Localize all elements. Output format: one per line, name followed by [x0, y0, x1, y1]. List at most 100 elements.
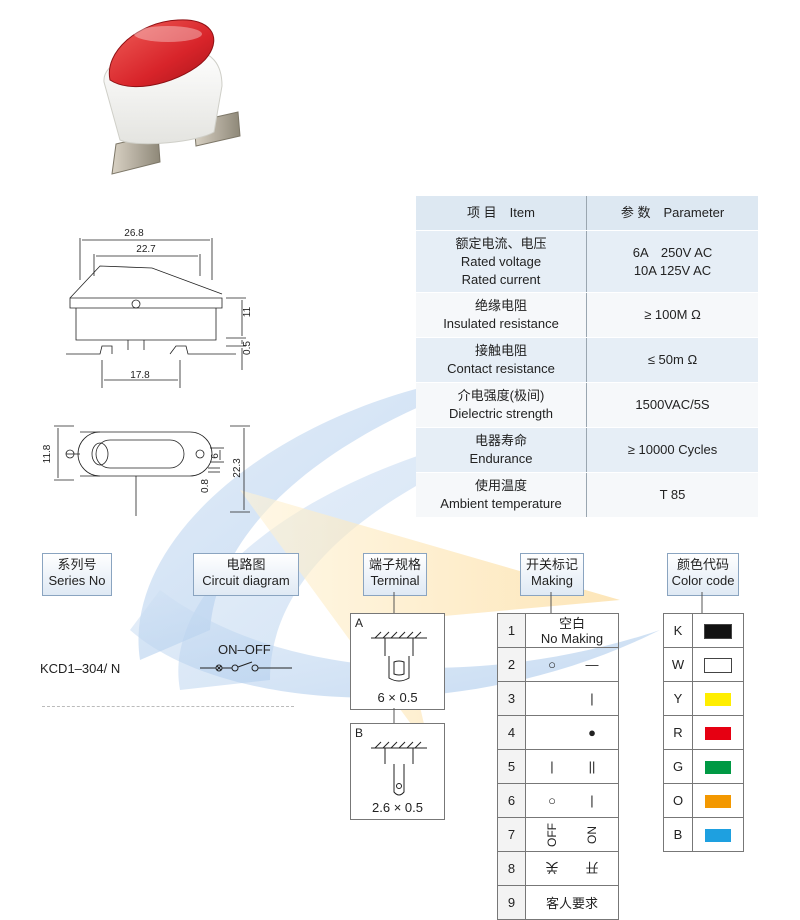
watermark-swoosh-inner: [178, 420, 560, 690]
item-en: Contact resistance: [447, 361, 555, 376]
circuit-diagram-header: 电路图 Circuit diagram: [193, 553, 299, 596]
terminal-header-cn: 端子规格: [368, 557, 421, 572]
series-divider: [42, 706, 294, 707]
making-mark-left: ○: [548, 657, 556, 672]
item-cn: 电器寿命: [474, 433, 527, 448]
making-row-number: 3: [497, 681, 526, 716]
terminal-header-en: Terminal: [370, 573, 420, 588]
color-swatch-orange: [705, 795, 731, 809]
making-row-number: 6: [497, 783, 526, 818]
making-row-number: 4: [497, 715, 526, 750]
table-row: 介电强度(极间)Dielectric strength 1500VAC/5S: [416, 382, 758, 428]
color-letter: R: [663, 715, 693, 750]
param-value: T 85: [586, 472, 758, 518]
item-cn: 使用温度: [474, 478, 527, 493]
header-connectors: [393, 592, 703, 613]
dim-22-3: 22.3: [232, 458, 243, 478]
rocker-highlight: [134, 26, 202, 42]
parameter-table-header: 项 目 Item 参 数 Parameter: [416, 196, 758, 231]
dim-0-5: 0.5: [242, 341, 253, 355]
making-row-number: 5: [497, 749, 526, 784]
series-no-header-cn: 系列号: [57, 557, 97, 572]
terminal-a-letter: A: [355, 616, 364, 630]
param-value: ≥ 10000 Cycles: [586, 427, 758, 473]
dim-26-8: 26.8: [124, 228, 144, 239]
top-view-drawing: 11.8 6 22.3 0.8: [42, 425, 250, 516]
making-mark-right: |: [590, 691, 594, 706]
dim-6: 6: [210, 453, 221, 459]
color-swatch-green: [705, 761, 731, 775]
dim-0-8: 0.8: [200, 479, 211, 493]
dim-11: 11: [242, 306, 253, 317]
color-letter: O: [663, 783, 693, 818]
making-row: 6 ○|: [497, 783, 619, 818]
item-en: Rated current: [461, 271, 541, 287]
color-swatch-red: [705, 727, 731, 741]
circuit-label: ON–OFF: [218, 642, 271, 657]
color-swatch-white: [704, 657, 732, 673]
color-code-header-en: Color code: [671, 573, 735, 588]
product-photo: [103, 19, 241, 175]
color-letter: W: [663, 647, 693, 682]
terminal-b-box: B 2.6 × 0.5: [350, 723, 445, 820]
color-swatch-yellow: [705, 693, 731, 707]
dim-22-7: 22.7: [136, 244, 156, 255]
terminal-a-drawing: [371, 631, 427, 682]
color-row: Y: [663, 681, 744, 716]
making-row: 2 ○—: [497, 647, 619, 682]
making-header-en: Making: [531, 573, 573, 588]
making-row: 5 |||: [497, 749, 619, 784]
making-row: 8 关开: [497, 851, 619, 886]
item-en: Insulated resistance: [443, 316, 559, 331]
switch-rocker: [108, 19, 215, 88]
param-value: ≥ 100M Ω: [586, 292, 758, 338]
circuit-diagram-header-en: Circuit diagram: [202, 573, 290, 588]
making-row-number: 8: [497, 851, 526, 886]
making-row: 9 客人要求: [497, 885, 619, 920]
item-en: Ambient temperature: [440, 496, 562, 511]
watermark-arrow: [240, 490, 620, 750]
making-mark-en: No Making: [540, 630, 604, 646]
param-value: 6A 250V AC: [632, 244, 713, 260]
color-letter: K: [663, 613, 693, 648]
param-value: 10A 125V AC: [633, 262, 712, 278]
table-row: 绝缘电阻 Insulated resistance ≥ 100M Ω: [416, 292, 758, 338]
item-cn: 接触电阻: [474, 343, 527, 358]
color-swatch-blue: [705, 829, 731, 843]
item-cn: 绝缘电阻: [474, 298, 527, 313]
series-number: KCD1–304/ N: [40, 661, 121, 676]
terminal-a-size: 6 × 0.5: [377, 690, 418, 705]
item-cn: 介电强度(极间): [457, 388, 545, 403]
terminal-b-size: 2.6 × 0.5: [372, 800, 423, 815]
making-mark-right: ||: [588, 759, 596, 774]
item-en: Dielectric strength: [448, 406, 554, 421]
parameter-table: 项 目 Item 参 数 Parameter 额定电流、电压 Rated volt…: [416, 196, 758, 518]
item-en: Endurance: [469, 451, 533, 466]
making-row-number: 7: [497, 817, 526, 852]
header-parameter: 参 数 Parameter: [586, 196, 758, 231]
item-en: Rated voltage: [460, 253, 542, 269]
item-cn: 额定电流、电压: [455, 235, 547, 251]
series-no-header-en: Series No: [48, 573, 106, 588]
making-row: 4 ●: [497, 715, 619, 750]
series-no-header: 系列号 Series No: [42, 553, 112, 596]
making-row-number: 2: [497, 647, 526, 682]
color-row: G: [663, 749, 744, 784]
color-code-header: 颜色代码 Color code: [667, 553, 739, 596]
color-swatch-black: [704, 623, 732, 639]
making-mark-left: ○: [548, 793, 556, 808]
color-letter: Y: [663, 681, 693, 716]
terminal-b-letter: B: [355, 726, 364, 740]
color-row: K: [663, 613, 744, 648]
making-mark-right: ●: [588, 725, 596, 740]
making-mark-custom: 客人要求: [525, 885, 619, 920]
dim-17-8: 17.8: [130, 370, 150, 381]
making-mark-right: ON: [585, 826, 599, 844]
color-row: R: [663, 715, 744, 750]
terminal-connector: [393, 708, 395, 724]
color-row: B: [663, 817, 744, 852]
terminal-a-box: A 6 × 0.5: [350, 613, 445, 710]
